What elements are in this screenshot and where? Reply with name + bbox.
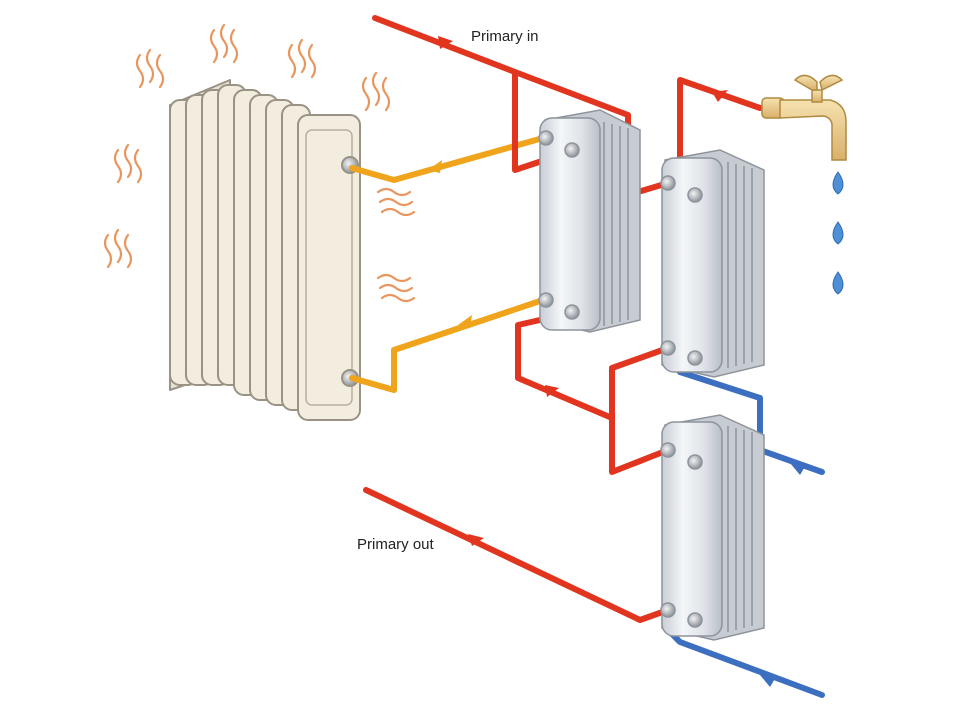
flow-arrow-icon	[545, 385, 559, 397]
primary-out-label: Primary out	[357, 536, 434, 553]
primary-in-label: Primary in	[471, 28, 539, 45]
flow-arrow-icon	[760, 675, 776, 687]
flow-arrow-icon	[790, 463, 806, 475]
flow-arrow-icon	[712, 90, 728, 102]
heat-exchanger-tap	[660, 149, 765, 378]
flow-arrow-icon	[438, 36, 453, 49]
heat-exchanger-preheat	[660, 414, 765, 641]
heat-waves-icon	[103, 23, 416, 303]
radiator	[169, 79, 361, 421]
water-drop-icon	[832, 171, 844, 295]
flow-arrow-icon	[428, 160, 442, 173]
heat-exchanger-radiator	[538, 109, 641, 333]
flow-arrow-icon	[468, 534, 484, 546]
radiator-loop-pipe	[349, 135, 546, 393]
flow-arrow-icon	[458, 315, 472, 328]
tap-icon	[761, 74, 847, 161]
